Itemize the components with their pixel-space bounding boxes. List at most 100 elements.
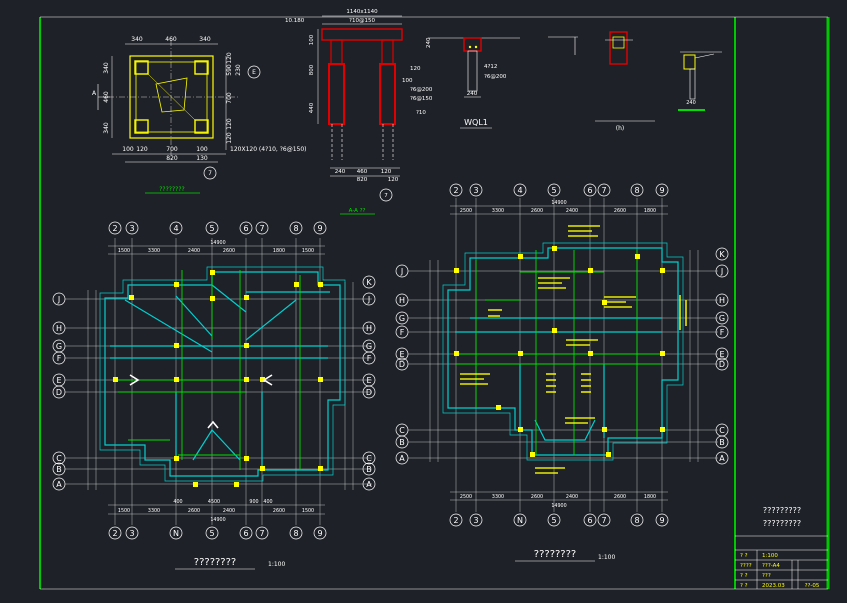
tb-row2-label: ????	[740, 563, 752, 569]
left-axis-top-9: 9	[313, 221, 327, 235]
svg-text:3: 3	[473, 186, 478, 195]
right-axis-left-j: J	[395, 264, 409, 278]
left-axis-bottom-7: 7	[255, 526, 269, 540]
right-dim-bottom-5: 2600	[614, 494, 626, 500]
elev-title: A-A ??	[349, 208, 366, 214]
left-axis-right-b: B	[362, 462, 376, 476]
tb-row2-value: ???-A4	[762, 563, 780, 569]
base-dim-right-2: 590	[226, 64, 233, 76]
left-axis-left-a: A	[52, 477, 66, 491]
column-elevation	[317, 15, 403, 215]
tb-drawing-title-2: ?????????	[763, 519, 801, 528]
svg-text:D: D	[399, 360, 405, 369]
right-axis-top-8: 8	[630, 183, 644, 197]
elev-top-note: 10.180	[285, 18, 305, 24]
svg-text:B: B	[56, 465, 62, 474]
svg-text:F: F	[367, 354, 372, 363]
svg-text:G: G	[366, 342, 372, 351]
left-dim-bottom-c: 900	[249, 499, 258, 505]
left-axis-bottom-6: 6	[239, 526, 253, 540]
base-rebar-note: 120X120 (4?10, ?6@150)	[230, 146, 307, 153]
svg-text:6: 6	[587, 516, 592, 525]
svg-text:9: 9	[317, 224, 322, 233]
base-dim-left-1: 340	[103, 62, 110, 74]
right-dim-top-1: 2500	[460, 208, 472, 214]
svg-text:C: C	[399, 426, 405, 435]
right-axis-bottom-9: 9	[655, 513, 669, 527]
right-axis-right-d: D	[715, 357, 729, 371]
right-dim-top-6: 1800	[644, 208, 656, 214]
wql-dim-1: 240	[426, 37, 432, 48]
svg-text:C: C	[719, 426, 725, 435]
left-dim-top-2: 3300	[148, 248, 160, 254]
left-axis-right-f: F	[362, 351, 376, 365]
left-axis-top-8: 8	[289, 221, 303, 235]
tb-drawing-title-1: ?????????	[763, 506, 801, 515]
svg-text:5: 5	[209, 224, 214, 233]
base-title: ????????	[159, 186, 184, 193]
right-axis-left-g: G	[395, 311, 409, 325]
right-dim-top-5: 2600	[614, 208, 626, 214]
svg-text:3: 3	[129, 529, 134, 538]
svg-text:8: 8	[634, 516, 639, 525]
left-plan-dimensions: 14900 1500 3300 2400 2600 1800 1500 400 …	[118, 240, 314, 523]
right-axis-bottom-n: N	[513, 513, 527, 527]
elev-axis-7: 7	[384, 193, 388, 199]
right-axis-left-a: A	[395, 451, 409, 465]
tb-row1-label: ? ?	[740, 553, 748, 559]
left-plan-arrows	[129, 374, 273, 429]
tb-row4-label: ? ?	[740, 583, 748, 589]
left-axis-right-h: H	[362, 321, 376, 335]
svg-text:J: J	[57, 295, 60, 304]
base-dim-bottom-1: 100	[122, 146, 134, 153]
svg-text:C: C	[56, 454, 62, 463]
svg-text:2: 2	[453, 516, 458, 525]
wql1-labels: 240 4?12 ?6@200 240 WQL1	[426, 37, 507, 127]
right-axis-left-h: H	[395, 293, 409, 307]
left-axis-bottom-5: 5	[205, 526, 219, 540]
column-base-plan-labels: 340 460 340 340 460 340 120 590 230 700 …	[92, 36, 307, 193]
right-axis-right-g: G	[715, 311, 729, 325]
right-plan-beams	[455, 250, 662, 455]
right-plan-axis-bubbles: 2 3 4 5 6 7 8 9 2 3 N 5 6 7 8 9 J H G F …	[395, 183, 729, 527]
left-dim-bottom-3: 2600	[188, 508, 200, 514]
svg-text:8: 8	[293, 224, 298, 233]
detail-parapet	[548, 31, 655, 122]
svg-text:N: N	[517, 516, 523, 525]
tb-sheet-no: ??-05	[805, 583, 820, 589]
left-dim-top-6: 1500	[302, 248, 314, 254]
elev-dim-bottom-3: 120	[381, 169, 392, 175]
elev-dim-total: 820	[357, 177, 368, 183]
svg-text:7: 7	[601, 186, 606, 195]
svg-text:G: G	[719, 314, 725, 323]
left-dim-top-5: 1800	[273, 248, 285, 254]
left-axis-right-a: A	[362, 477, 376, 491]
left-plan-columns	[113, 270, 323, 487]
detail4-label: (h)	[616, 125, 624, 132]
left-axis-left-j: J	[52, 292, 66, 306]
left-plan-scale: 1:100	[268, 561, 285, 568]
right-axis-left-d: D	[395, 357, 409, 371]
base-dim-right-4: 700	[226, 92, 233, 104]
svg-text:5: 5	[551, 186, 556, 195]
svg-text:K: K	[719, 250, 725, 259]
base-axis-e: E	[252, 69, 256, 76]
right-axis-top-5: 5	[547, 183, 561, 197]
svg-text:3: 3	[129, 224, 134, 233]
right-axis-right-e: E	[715, 347, 729, 361]
right-axis-top-6: 6	[583, 183, 597, 197]
detail5-dim: 240	[686, 100, 696, 106]
svg-text:E: E	[56, 376, 61, 385]
svg-text:G: G	[56, 342, 62, 351]
elev-dim-left-3: 440	[309, 102, 315, 113]
left-axis-right-c: C	[362, 451, 376, 465]
svg-text:H: H	[719, 296, 725, 305]
svg-text:4: 4	[517, 186, 522, 195]
right-axis-bottom-8: 8	[630, 513, 644, 527]
base-dim-right-6: 120	[226, 132, 233, 144]
column-elevation-labels: 1140x1140 10.180 ?10@150 100 800 440 120…	[285, 9, 433, 214]
left-dim-total-top: 14900	[210, 240, 225, 246]
right-axis-right-h: H	[715, 293, 729, 307]
base-dim-left-3: 340	[103, 122, 110, 134]
right-dim-top-2: 3300	[492, 208, 504, 214]
